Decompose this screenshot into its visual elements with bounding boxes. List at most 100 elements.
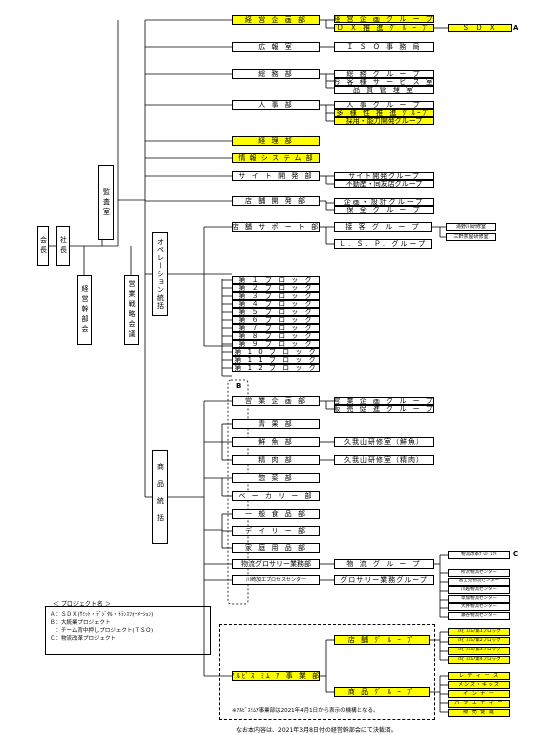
block-item: 第 1 2 ブ ロ ッ ク: [232, 364, 320, 372]
project-kaikaku: 物流改革ﾌﾟﾛｼﾞｪｸﾄ: [448, 551, 510, 559]
dept-jinji: 人 事 部: [232, 100, 320, 110]
block-item: 第 ９ ブ ロ ッ ク: [232, 340, 320, 348]
dept-seika: 青 果 部: [232, 419, 320, 429]
dept-eigyo-kikaku: 営 業 企 画 部: [232, 396, 320, 406]
merch-head-label: 商品統括: [156, 463, 165, 531]
block-item: 第 ５ ブ ロ ッ ク: [232, 308, 320, 316]
dept-koho: 広 報 室: [232, 42, 320, 52]
logistics-center-item: 草加物流センター: [448, 594, 510, 603]
executive-board-box: 経営幹部会: [77, 275, 92, 345]
logistics-center-item: 所沢物流センター: [448, 569, 510, 577]
albis-item: 販 売 促 進: [448, 708, 510, 717]
dept-somu: 総 務 部: [232, 69, 320, 79]
block-item: 第 1 1 ブ ロ ッ ク: [232, 356, 320, 364]
block-item: 第 ６ ブ ロ ッ ク: [232, 316, 320, 324]
footer-note: なお本内容は、2021年3月8日付の経営幹部会にて決裁済。: [236, 727, 397, 734]
dept-bakery: ベ ー カ リ ー 部: [232, 491, 320, 501]
tag-b: B: [236, 382, 242, 390]
dept-daily: デ イ リ ー 部: [232, 526, 320, 536]
group-butsuryu: 物 流 グ ル ー プ: [334, 559, 434, 569]
operation-head-box: オペレーション統括: [152, 232, 168, 316]
group-lsp: Ｌ. Ｓ. Ｐ. グループ: [334, 239, 432, 249]
group-kikaku-sekkei: 企画・設計グループ: [334, 198, 434, 206]
dept-store-support: 店 舗 サ ポ ー ト 部: [232, 222, 320, 232]
logistics-center-item: 富士見物流センター: [448, 577, 510, 586]
group-okyaku: お 客 様 サ ー ビ ス 室: [334, 78, 434, 86]
albis-item: メンズ・キッズ: [448, 681, 510, 690]
block-item: 第 ２ ブ ロ ッ ク: [232, 284, 320, 292]
group-hinshitsu: 品 質 管 理 室: [334, 86, 434, 94]
lab-seiniku: 久我山研修室（精肉）: [334, 455, 434, 465]
group-site: サイト開発グループ: [334, 172, 434, 180]
dept-albis: ｱﾙﾋﾞｽ ﾐﾑ ｱ 事 業 部: [232, 671, 320, 681]
auditor-box: 監査室: [98, 165, 114, 240]
group-fudosan: 不動産・同友店グループ: [334, 180, 434, 188]
dept-butsuryu: 物流グロサリー業務部: [232, 559, 320, 569]
block-item: 第 １ ブ ロ ッ ク: [232, 276, 320, 284]
chairman-box: 会長: [37, 226, 49, 266]
logistics-center-item: 川越物流センター: [448, 586, 510, 595]
block-item: 第 ４ ブ ロ ッ ク: [232, 300, 320, 308]
legend-body: Ａ：ＳＤＸ(ｻﾐｯﾄ・ﾃﾞｼﾞﾀﾙ・ﾄﾗﾝｽﾌｫｰﾒｰｼｮﾝ) Ｂ：大統業プロジ…: [45, 606, 211, 655]
legend-line: Ａ：ＳＤＸ(ｻﾐｯﾄ・ﾃﾞｼﾞﾀﾙ・ﾄﾗﾝｽﾌｫｰﾒｰｼｮﾝ): [50, 612, 154, 618]
dept-seiniku: 精 肉 部: [232, 455, 320, 465]
dept-keiri: 経 理 部: [232, 136, 320, 146]
albis-block-item: ｱﾙﾋﾞｽﾐﾑｱ第4ブロック: [448, 655, 510, 664]
auditor-label: 監査室: [102, 187, 111, 218]
group-jinji: 人 事 グ ル ー プ: [334, 101, 434, 109]
group-albis-tenpo: 店 舗 ｸﾞ ﾙ ｰ ﾌﾟ: [334, 635, 430, 645]
dept-keiei: 経 営 企 画 部: [232, 15, 320, 25]
lab-takinogawa: 滝野川研修室: [446, 223, 496, 231]
albis-block-item: ｱﾙﾋﾞｽﾐﾑｱ第3ブロック: [448, 646, 510, 655]
group-dx: Ｄ Ｘ 推 進 ｸﾞ ﾙ ｰ ﾌﾟ: [334, 24, 434, 32]
group-eigyo-plan: 営 業 企 画 グ ル ー プ: [334, 397, 434, 405]
president-box: 社長: [56, 226, 70, 266]
sales-strategy-label: 営業戦略会議: [128, 280, 136, 340]
logistics-center-item: 大井物流センター: [448, 603, 510, 612]
block-item: 第 ３ ブ ロ ッ ク: [232, 292, 320, 300]
block-item: 第 ８ ブ ロ ッ ク: [232, 332, 320, 340]
operation-head-label: オペレーション統括: [156, 238, 165, 310]
albis-item: レ デ ィ ー ス: [448, 672, 510, 680]
dept-sengyo: 鮮 魚 部: [232, 437, 320, 447]
group-somu: 総 務 グ ル ー プ: [334, 70, 434, 78]
lab-sengyo: 久我山研修室（鮮魚）: [334, 437, 434, 447]
group-hansoku: 販 売 促 進 グ ル ー プ: [334, 405, 434, 413]
albis-block-item: ｱﾙﾋﾞｽﾐﾑｱ第2ブロック: [448, 637, 510, 646]
legend: ＜ プロジェクト名 ＞ Ａ：ＳＤＸ(ｻﾐｯﾄ・ﾃﾞｼﾞﾀﾙ・ﾄﾗﾝｽﾌｫｰﾒｰｼ…: [45, 599, 211, 655]
dept-kawasaki: 川崎加工プロセスセンター: [232, 575, 320, 585]
dept-site: サ イ ト 開 発 部: [232, 171, 320, 181]
merch-head-box: 商品統括: [152, 450, 168, 544]
group-saiyo: 採用・能力開発グループ: [334, 117, 434, 125]
dept-joho: 情 報 シ ス テ ム 部: [232, 153, 320, 163]
albis-block-item: ｱﾙﾋﾞｽﾐﾑｱ第1ブロック: [448, 628, 510, 636]
dept-ippan: 一 般 食 品 部: [232, 509, 320, 519]
group-sekkyaku: 接 客 グ ル ー プ: [334, 222, 432, 232]
tag-a: A: [513, 24, 519, 32]
legend-line: Ｂ：大統業プロジェクト: [50, 619, 111, 626]
tag-c: C: [513, 550, 519, 558]
legend-line: ：チーム背中押しプロジェクト(ＴＳＯ): [50, 627, 154, 634]
group-albis-shohin: 商 品 ｸﾞ ﾙ ｰ ﾌﾟ: [334, 687, 430, 697]
group-keiei-plan: 経 営 企 画 グ ル ー プ: [334, 15, 434, 23]
group-tayosei: 多 様 性 推 進 ｸﾞﾙｰﾌﾟ: [334, 109, 434, 117]
chairman-label: 会長: [39, 236, 48, 256]
group-hozen: 保 全 グ ル ー プ: [334, 206, 434, 214]
logistics-center-item: 瀬谷物流センター: [448, 612, 510, 620]
lab-sangenjaya: 三軒茶屋研修室: [446, 233, 496, 241]
dept-tenpo-kaihatsu: 店 舗 開 発 部: [232, 196, 320, 206]
albis-item: イ ン ナ ー: [448, 690, 510, 699]
executive-board-label: 経営幹部会: [81, 285, 89, 335]
group-grocery: グロサリー業務グループ: [334, 575, 434, 585]
sales-strategy-box: 営業戦略会議: [124, 275, 139, 345]
legend-line: Ｃ：物流改革プロジェクト: [50, 635, 117, 642]
albis-item: バ ラ エ テ ィ ー: [448, 699, 510, 708]
dept-katei: 家 庭 用 品 部: [232, 543, 320, 553]
dept-sozai: 惣 菜 部: [232, 473, 320, 483]
block-item: 第 ７ ブ ロ ッ ク: [232, 324, 320, 332]
group-iso: Ｉ Ｓ Ｏ 事 務 局: [334, 42, 434, 52]
legend-title: ＜ プロジェクト名 ＞: [53, 601, 111, 608]
president-label: 社長: [59, 236, 68, 256]
